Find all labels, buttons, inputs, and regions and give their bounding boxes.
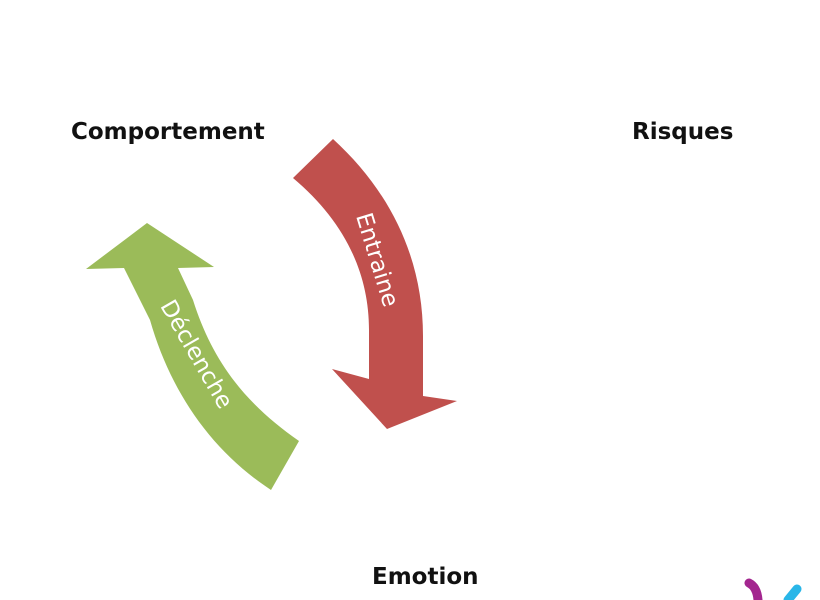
arrow-declenche-shape xyxy=(86,223,299,490)
node-comportement: Comportement xyxy=(71,119,265,145)
logo-magenta-stroke xyxy=(744,578,763,600)
arrow-entraine: Entraine xyxy=(293,139,457,429)
node-risques: Risques xyxy=(632,119,734,145)
arrow-entraine-shape xyxy=(293,139,457,429)
arrow-declenche: Déclenche xyxy=(86,223,299,490)
node-emotion: Emotion xyxy=(372,564,479,590)
brand-logo xyxy=(744,578,802,600)
logo-cyan-stroke xyxy=(783,584,802,600)
